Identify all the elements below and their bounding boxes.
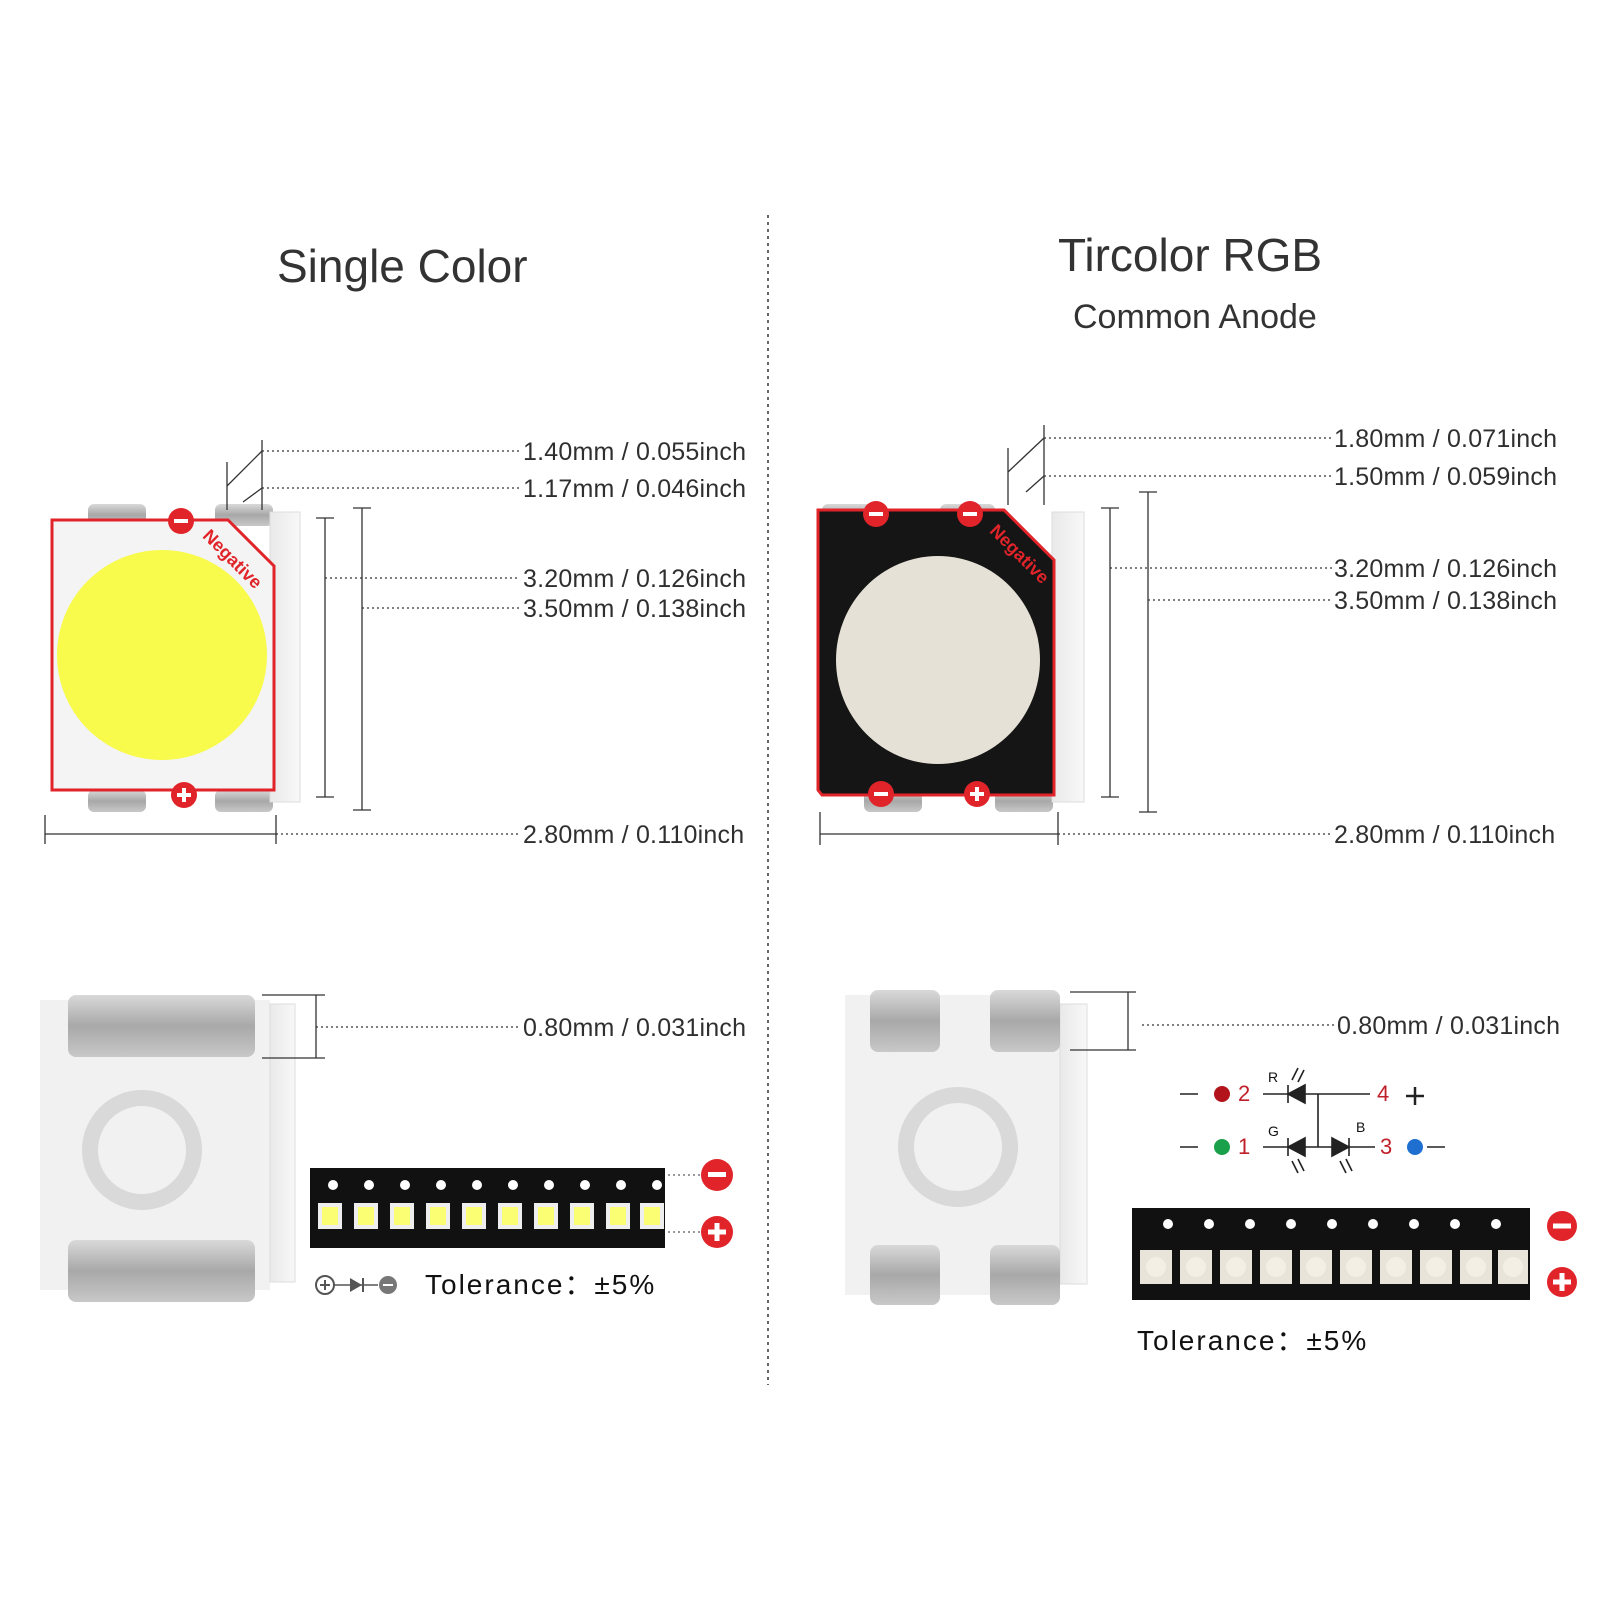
tricolor-rgb-title: Tircolor RGB (1058, 229, 1323, 281)
pin-1-label: 1 (1238, 1134, 1251, 1159)
left-height-dimension (262, 994, 520, 1059)
dim-label-5: 2.80mm / 0.110inch (523, 821, 745, 849)
common-anode-subtitle: Common Anode (1073, 298, 1317, 336)
tolerance-label: Tolerance：±5% (1137, 1325, 1369, 1356)
rgb-led-tape (1132, 1208, 1577, 1300)
dim-label-1: 1.80mm / 0.071inch (1334, 425, 1558, 453)
rgb-led-top-view (816, 501, 1085, 812)
blue-channel-label: B (1356, 1119, 1366, 1135)
dim-label-3: 3.20mm / 0.126inch (523, 565, 747, 593)
dim-label-3: 3.20mm / 0.126inch (1334, 555, 1558, 583)
dim-label-6: 0.80mm / 0.031inch (1337, 1012, 1561, 1040)
pin-3-label: 3 (1380, 1134, 1393, 1159)
pin-4-label: 4 (1377, 1081, 1390, 1106)
single-color-title: Single Color (277, 240, 528, 292)
yellow-led-lens (57, 550, 267, 760)
left-dimension-lines (44, 440, 520, 844)
rgb-circuit-schematic (1180, 1067, 1445, 1174)
green-channel-dot (1214, 1139, 1230, 1155)
dim-label-2: 1.17mm / 0.046inch (523, 475, 747, 503)
dim-label-5: 2.80mm / 0.110inch (1334, 821, 1556, 849)
dim-label-4: 3.50mm / 0.138inch (523, 595, 747, 623)
dim-label-2: 1.50mm / 0.059inch (1334, 463, 1558, 491)
blue-channel-dot (1407, 1139, 1423, 1155)
single-led-top-view (50, 504, 301, 812)
diode-polarity-symbol (315, 1275, 397, 1295)
tolerance-label: Tolerance：±5% (425, 1269, 657, 1300)
green-channel-label: G (1268, 1123, 1279, 1139)
rgb-led-lens (836, 556, 1040, 764)
rgb-led-side-view (845, 990, 1088, 1305)
red-channel-dot (1214, 1086, 1230, 1102)
pin-2-label: 2 (1238, 1081, 1251, 1106)
single-led-side-view (40, 995, 296, 1302)
dim-label-6: 0.80mm / 0.031inch (523, 1014, 747, 1042)
tape-holes (328, 1180, 662, 1190)
dim-label-4: 3.50mm / 0.138inch (1334, 587, 1558, 615)
tape-leds (318, 1203, 664, 1229)
right-dimension-lines (819, 425, 1332, 845)
right-height-dimension (1070, 991, 1335, 1051)
single-led-tape (310, 1159, 733, 1248)
dim-label-1: 1.40mm / 0.055inch (523, 438, 747, 466)
red-channel-label: R (1268, 1069, 1279, 1085)
